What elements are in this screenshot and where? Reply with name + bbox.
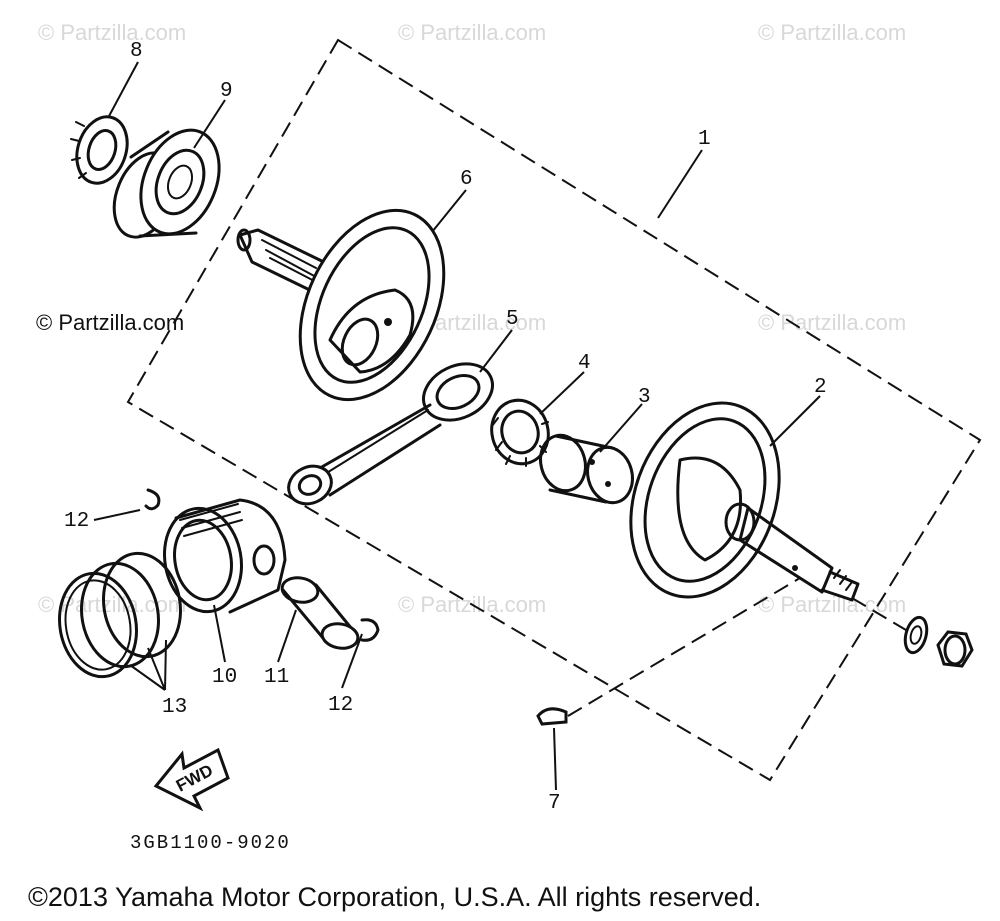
fwd-arrow-icon: FWD [153, 747, 230, 812]
callout-3: 3 [638, 386, 651, 409]
washer-right [903, 615, 929, 655]
part-9-bearing [112, 128, 221, 239]
callout-1: 1 [698, 128, 711, 151]
copyright-notice: ©2013 Yamaha Motor Corporation, U.S.A. A… [28, 882, 761, 912]
nut-right [936, 630, 974, 668]
leader-6 [431, 189, 467, 233]
diagram-code: 3GB1100-9020 [130, 832, 291, 854]
leader-8 [107, 61, 139, 119]
leader-9 [193, 99, 226, 149]
part-7-woodruff-key [536, 707, 568, 726]
callout-12-top: 12 [64, 510, 89, 533]
leader-1 [657, 149, 703, 219]
leader-4 [539, 371, 585, 415]
watermark-low-right: © Partzilla.com [758, 592, 906, 617]
callout-5: 5 [506, 308, 519, 331]
watermark-mid-left: © Partzilla.com [36, 310, 184, 335]
watermark-top-center: © Partzilla.com [398, 20, 546, 45]
leader-5 [479, 329, 513, 373]
callout-12-bottom: 12 [328, 694, 353, 717]
callout-13: 13 [162, 696, 187, 719]
watermark-top-left: © Partzilla.com [38, 20, 186, 45]
part-5-connecting-rod [287, 362, 494, 506]
leader-12-bottom [341, 633, 363, 689]
callout-7: 7 [548, 792, 561, 815]
callout-4: 4 [578, 352, 591, 375]
leader-2 [769, 395, 821, 447]
part-8-lock-washer [70, 115, 129, 185]
callout-10: 10 [212, 666, 237, 689]
callout-2: 2 [814, 376, 827, 399]
leader-12-top [93, 509, 141, 521]
part-6-left-crank [236, 208, 446, 402]
part-4-needle-bearing [490, 398, 550, 467]
leader-3 [599, 403, 643, 453]
part-11-piston-pin [280, 576, 360, 650]
part-12-circlip-top [144, 488, 161, 511]
part-12-circlip-bottom [360, 618, 380, 642]
watermark-top-right: © Partzilla.com [758, 20, 906, 45]
key-alignment-line [567, 577, 801, 717]
leader-13 [129, 639, 167, 691]
part-10-piston [163, 498, 287, 614]
part-3-crank-pin [539, 433, 634, 505]
callout-9: 9 [220, 80, 233, 103]
callout-6: 6 [460, 168, 473, 191]
callout-11: 11 [264, 666, 289, 689]
callout-8: 8 [130, 40, 143, 63]
leader-10 [213, 604, 226, 663]
leader-11 [277, 609, 297, 663]
shaft-alignment-line [851, 597, 907, 631]
watermark-mid-right: © Partzilla.com [758, 310, 906, 335]
leader-7 [553, 727, 557, 791]
crankshaft-assembly-boundary [126, 38, 982, 782]
part-2-right-crank [629, 401, 860, 602]
